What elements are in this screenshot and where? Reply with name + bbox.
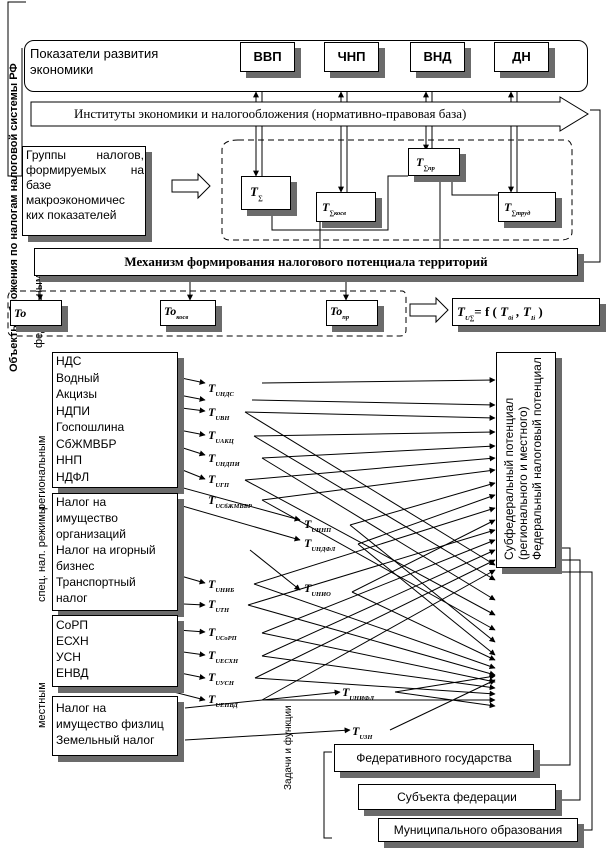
t-usn-label: TUУСН xyxy=(208,670,234,687)
tax-akcizy: Акцизы xyxy=(56,387,97,401)
indicators-title: Показатели развития экономики xyxy=(30,46,159,77)
tasks-vertical-label: Задачи и функции xyxy=(283,705,294,790)
institutions-arrow xyxy=(30,96,589,132)
t-trud-box xyxy=(498,192,556,222)
institutions-label: Институты экономики и налогообложения (н… xyxy=(74,106,467,121)
t-gp-label: TUГП xyxy=(208,472,230,489)
regional-taxes-list: Налог на имущество организаций Налог на … xyxy=(56,495,156,605)
dashed-base-area xyxy=(7,290,407,337)
potential-box xyxy=(496,352,556,568)
special-regime-vertical-label: спец. нал. режимы xyxy=(36,506,48,602)
vvp-box: ВВП xyxy=(240,42,295,72)
t-vn-label: TUВН xyxy=(208,405,230,422)
tax-nnp: ННП xyxy=(56,453,82,467)
t-tn-label: TUТН xyxy=(208,597,230,614)
federal-taxes-box xyxy=(52,352,178,488)
tax-groups-text: Группы налогов, формируемых на базе макр… xyxy=(26,148,144,222)
formula-box xyxy=(452,298,600,326)
federal-taxes-list: НДС Водный Акцизы НДПИ Госпошлина СбЖМВБ… xyxy=(56,353,124,485)
t-akc-label: TUАКЦ xyxy=(208,428,234,445)
formula-text: TU∑= f ( T0i , TIi ) xyxy=(457,304,543,322)
potential-box-label: Субфедеральный потенциал (регионального … xyxy=(502,357,544,560)
t-kosv-box xyxy=(316,192,376,222)
task-municipal-label: Муниципального образования xyxy=(393,823,563,837)
vnd-box: ВНД xyxy=(410,42,465,72)
t-pr-label: T∑пр xyxy=(416,155,435,172)
local-taxes-box xyxy=(52,696,178,756)
t-ndc-label: TUНДС xyxy=(208,381,234,398)
t-sum-label: T∑ xyxy=(250,184,263,202)
t-ndpi-label: TUНДПИ xyxy=(208,451,240,468)
tax-groups-box xyxy=(22,146,146,236)
to-label: To xyxy=(14,306,27,320)
special-taxes-box xyxy=(52,615,178,687)
special-taxes-list: СоРП ЕСХН УСН ЕНВД xyxy=(56,618,89,680)
task-federal-box xyxy=(334,744,534,772)
to-kosv-box xyxy=(160,300,216,326)
tax-sbzhmvbr: СбЖМВБР xyxy=(56,436,117,451)
t-nnp-label: TUННП xyxy=(304,517,332,534)
t-nib-label: TUНИБ xyxy=(208,577,235,594)
regional-vertical-label: региональным xyxy=(36,435,48,510)
mechanism-label: Механизм формирования налогового потенци… xyxy=(124,254,488,269)
tax-ndpi: НДПИ xyxy=(56,403,91,418)
t-eskhn-label: TUЕСХН xyxy=(208,648,239,665)
t-kosv-label: T∑косв xyxy=(322,200,347,217)
t-sum-box xyxy=(241,176,291,210)
tax-gosposhlina: Госпошлина xyxy=(56,420,125,434)
t-zn-label: TUЗН xyxy=(352,724,373,741)
dashed-group-area xyxy=(221,139,573,241)
t-trud-label: T∑труд xyxy=(504,200,531,217)
tax-ndfl: НДФЛ xyxy=(56,469,90,484)
chnp-box: ЧНП xyxy=(324,42,379,72)
t-sorp-label: TUСоРП xyxy=(208,625,237,642)
t-ndfl-label: TUНДФЛ xyxy=(304,536,336,553)
t-nifl-label: TUНИФЛ xyxy=(342,685,375,702)
t-sbzh-label: TUСбЖМВБР xyxy=(208,493,252,510)
task-subject-label: Субъекта федерации xyxy=(397,790,517,804)
task-subject-box xyxy=(358,784,556,810)
to-pr-box xyxy=(326,300,378,326)
task-federal-label: Федеративного государства xyxy=(356,751,512,765)
local-vertical-label: местным xyxy=(36,682,48,728)
task-municipal-box xyxy=(378,818,578,842)
to-kosv-label: Toкосв xyxy=(164,304,189,321)
dn-box: ДН xyxy=(494,42,549,72)
t-envd-label: TUЕНВД xyxy=(208,692,238,709)
to-pr-label: Toпр xyxy=(330,304,350,321)
mechanism-box xyxy=(34,248,578,276)
regional-taxes-box xyxy=(52,493,178,611)
t-pr-box xyxy=(408,148,460,176)
to-box xyxy=(10,300,62,326)
t-nio-label: TUНИО xyxy=(304,581,331,598)
tax-vodny: Водный xyxy=(56,370,100,385)
local-taxes-list: Налог на имущество физлиц Земельный нало… xyxy=(56,701,164,747)
tax-ndc: НДС xyxy=(56,354,82,368)
